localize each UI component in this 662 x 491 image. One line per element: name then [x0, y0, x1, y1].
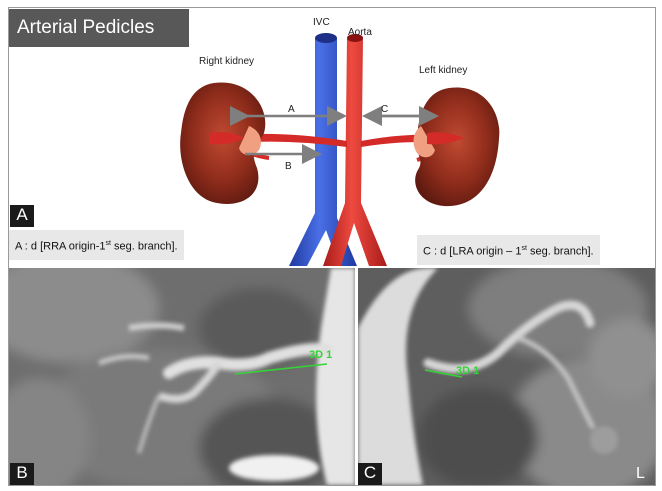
left-kidney-shape: [414, 87, 500, 206]
panel-b-ct-image: 3D 1 B: [9, 268, 355, 485]
arrow-a-label: A: [288, 104, 295, 115]
caption-right: C : d [LRA origin – 1st seg. branch].: [417, 235, 600, 265]
left-kidney-label: Left kidney: [419, 65, 467, 76]
ivc-label: IVC: [313, 17, 330, 28]
aorta-label: Aorta: [348, 27, 372, 38]
panel-a-illustration: Arterial Pedicles IVC Aorta Right kidney…: [9, 8, 655, 268]
figure-frame: Arterial Pedicles IVC Aorta Right kidney…: [8, 7, 656, 486]
arrow-b-label: B: [285, 161, 292, 172]
panel-c-letter: C: [358, 463, 382, 485]
right-kidney-label: Right kidney: [199, 56, 254, 67]
arrow-c-label: C: [381, 104, 388, 115]
caption-left: A : d [RRA origin-1st seg. branch].: [9, 230, 184, 260]
panel-a-letter: A: [10, 205, 34, 227]
orientation-label: L: [636, 465, 645, 482]
right-kidney-shape: [180, 82, 265, 204]
panel-b-letter: B: [10, 463, 34, 485]
panel-c-ct-image: 3D 1 L C: [358, 268, 655, 485]
figure-title: Arterial Pedicles: [9, 9, 189, 47]
measure-label-b: 3D 1: [309, 349, 332, 361]
kidney-diagram: [9, 8, 655, 268]
measure-label-c: 3D 1: [456, 365, 479, 377]
